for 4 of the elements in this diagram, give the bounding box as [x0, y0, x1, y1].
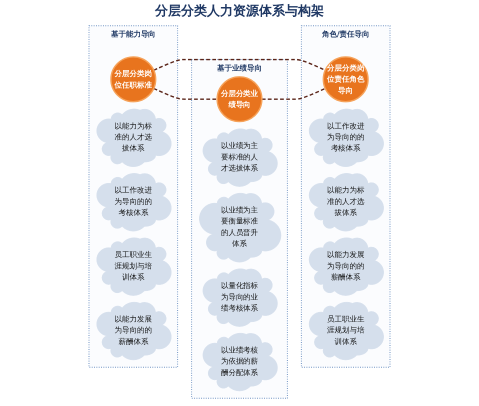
connector: [153, 88, 218, 100]
connector: [262, 88, 326, 100]
center-heading: 分层分类人力资源体系与构架: [155, 2, 324, 20]
connector: [153, 58, 326, 71]
